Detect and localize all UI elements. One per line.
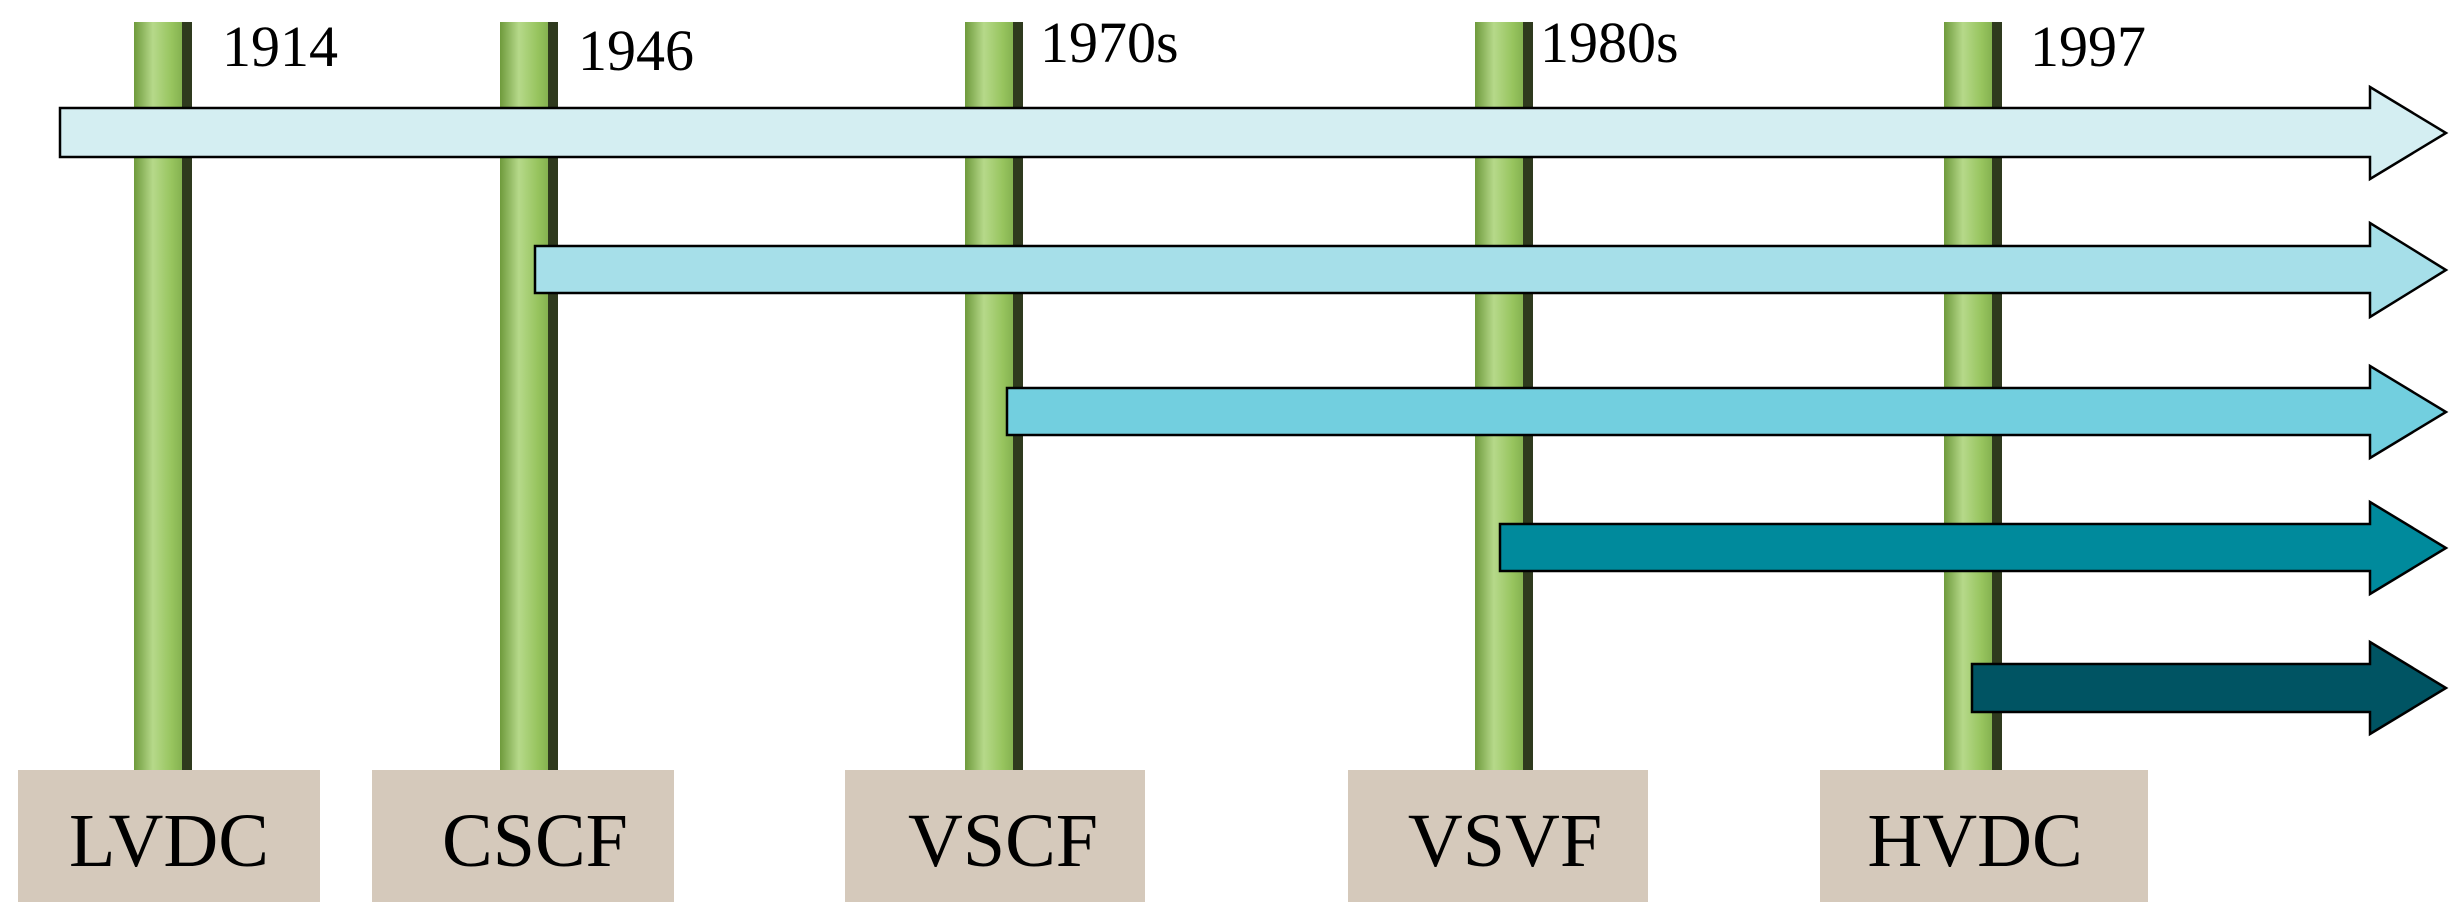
arrow-vscf xyxy=(1005,363,2449,461)
era-box-hvdc: HVDC xyxy=(1820,770,2148,902)
year-label: 1914 xyxy=(222,14,338,79)
era-label: LVDC xyxy=(69,799,269,883)
era-box-cscf: CSCF xyxy=(372,770,674,902)
arrow-lvdc xyxy=(58,84,2449,182)
arrow-hvdc xyxy=(1970,639,2449,737)
arrow-cscf xyxy=(533,220,2449,320)
year-label: 1970s xyxy=(1040,10,1179,75)
era-box-vsvf: VSVF xyxy=(1348,770,1648,902)
era-box-group: LVDC CSCF VSCF VSVF HVDC xyxy=(18,770,2148,902)
era-label: CSCF xyxy=(442,799,628,883)
era-label: HVDC xyxy=(1867,799,2082,883)
era-label: VSVF xyxy=(1408,799,1602,883)
era-box-lvdc: LVDC xyxy=(18,770,320,902)
year-label: 1997 xyxy=(2030,14,2146,79)
era-label: VSCF xyxy=(908,799,1098,883)
arrow-vsvf xyxy=(1498,499,2449,597)
year-label: 1980s xyxy=(1540,10,1679,75)
year-label-group: 1914 1946 1970s 1980s 1997 xyxy=(222,10,2146,83)
era-box-vscf: VSCF xyxy=(845,770,1145,902)
year-label: 1946 xyxy=(578,18,694,83)
arrow-group xyxy=(58,84,2449,737)
